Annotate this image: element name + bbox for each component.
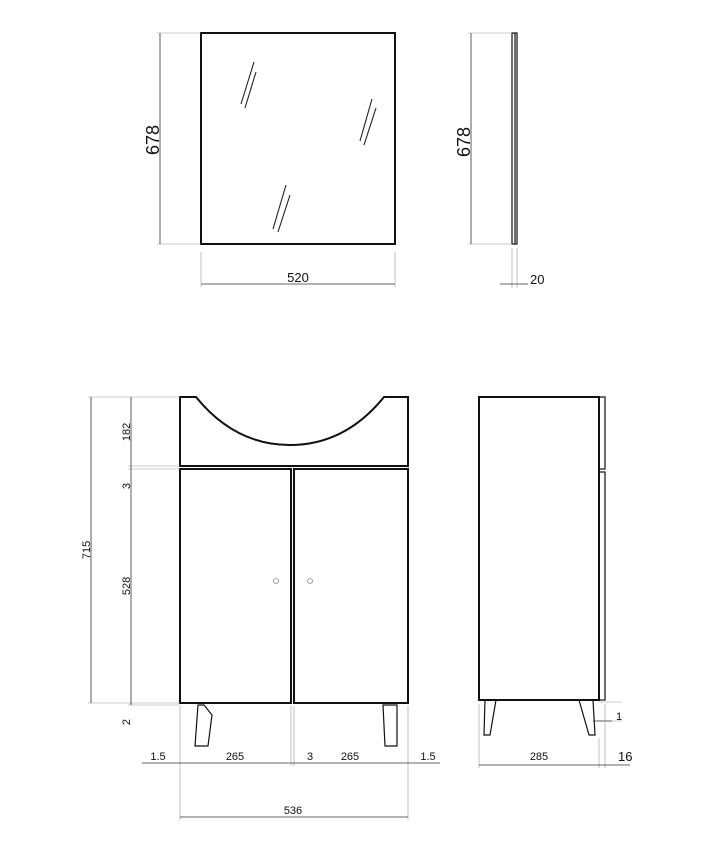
- side-left-leg: [483, 699, 497, 736]
- right-door-knob: [307, 578, 313, 584]
- sink-front-strip: [598, 396, 606, 470]
- left-door-knob: [273, 578, 279, 584]
- cabinet-front-view: 715 182 3 528 2 1.5 265 3 265 1.5 536: [81, 396, 440, 820]
- left-door: [179, 468, 292, 704]
- cabinet-door-right-label: 265: [341, 751, 359, 763]
- mirror-depth-label: 20: [530, 272, 544, 287]
- cabinet-side-view: 1 285 16: [478, 396, 632, 768]
- mirror-side-height-label: 678: [454, 127, 474, 157]
- cabinet-left-edge-label: 1.5: [150, 751, 165, 763]
- cabinet-center-gap-label: 3: [307, 751, 313, 763]
- sink-top: [179, 396, 409, 467]
- cabinet-door-depth-label: 16: [618, 749, 632, 764]
- cabinet-side-body: [478, 396, 600, 701]
- cabinet-gap-label: 3: [121, 483, 133, 489]
- cabinet-total-width-label: 536: [284, 805, 302, 817]
- glass-reflection-marks: [240, 61, 377, 233]
- mirror-front-view: 678 520: [143, 32, 396, 287]
- cabinet-depth-label: 285: [530, 751, 548, 763]
- left-leg: [194, 704, 213, 747]
- cabinet-leg-gap-label: 2: [121, 719, 133, 725]
- right-leg: [382, 704, 398, 747]
- right-door: [293, 468, 409, 704]
- mirror-frame: [200, 32, 396, 245]
- cabinet-door-height-label: 528: [121, 577, 133, 595]
- cabinet-right-edge-label: 1.5: [420, 751, 435, 763]
- mirror-side-view: 678 20: [454, 32, 544, 288]
- mirror-height-label: 678: [143, 125, 163, 155]
- cabinet-door-left-label: 265: [226, 751, 244, 763]
- mirror-width-label: 520: [287, 270, 309, 285]
- cabinet-total-height-label: 715: [81, 541, 93, 559]
- door-front-strip: [598, 471, 606, 701]
- cabinet-side-offset-label: 1: [616, 711, 622, 723]
- side-right-leg: [578, 699, 596, 736]
- cabinet-top-height-label: 182: [121, 423, 133, 441]
